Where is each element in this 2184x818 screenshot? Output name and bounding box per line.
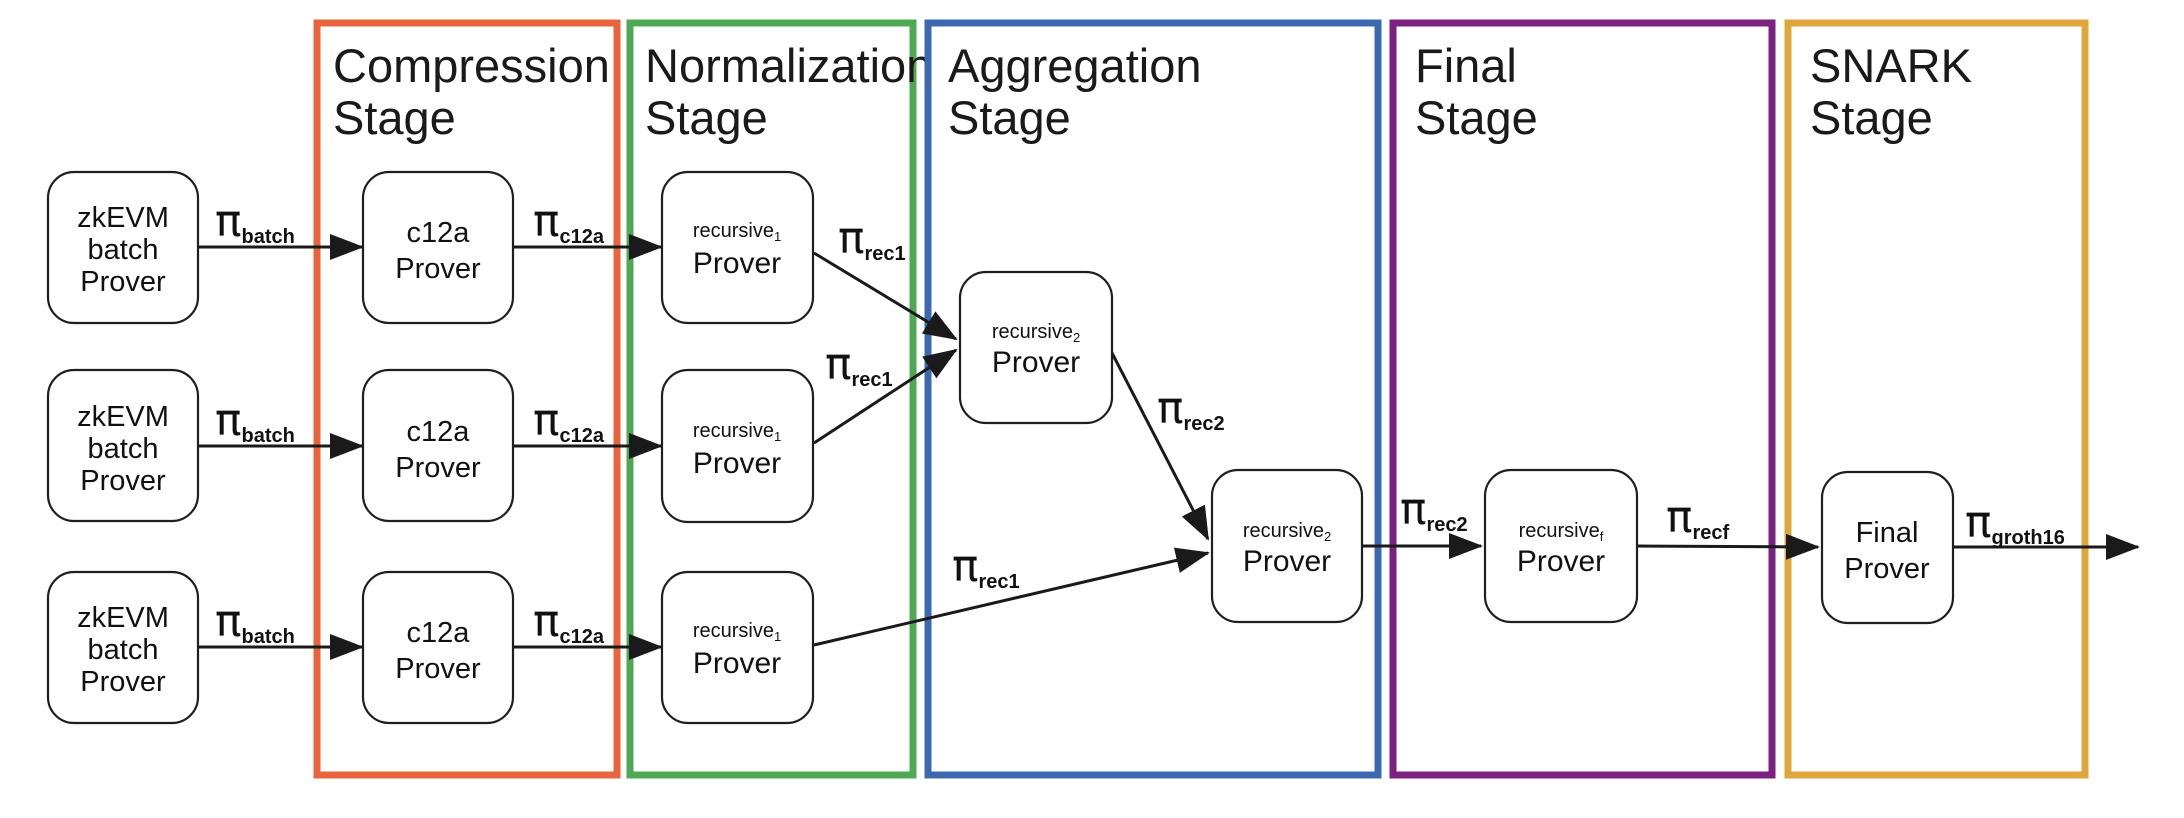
stage-final-title-line1: Final: [1415, 39, 1517, 92]
node-c12a-1-line2: Prover: [395, 253, 481, 285]
node-final-prover-line1: Final: [1856, 517, 1919, 549]
label-pi-rec1-bottom: πrec1: [952, 541, 1020, 593]
node-final-prover-box: [1820, 470, 1955, 625]
arrow-recursive2-upper-recursive2-lower: [1109, 350, 1210, 541]
stage-aggregation: Aggregation Stage: [924, 19, 1382, 779]
node-zkevm-batch-prover-3: zkEVM batch Prover: [46, 570, 200, 725]
stage-compression-title-line2: Stage: [333, 91, 456, 144]
label-pi-c12a-1: πc12a: [533, 196, 605, 248]
node-recursivef-prover-label: Prover: [1517, 545, 1605, 578]
node-c12a-prover-3: c12a Prover: [361, 570, 515, 725]
node-recursive2-prover-upper: recursive2 Prover: [958, 270, 1114, 425]
node-zkevm-1-line1: zkEVM: [77, 202, 169, 234]
node-recursivef-box: [1483, 468, 1639, 624]
stage-snark-title-line2: Stage: [1810, 91, 1933, 144]
label-pi-rec1-top: πrec1: [838, 213, 906, 265]
node-recursive1-2-name: recursive1: [693, 420, 781, 444]
label-pi-c12a-2: πc12a: [533, 395, 605, 447]
stage-final-frame: [1389, 19, 1776, 779]
stage-aggregation-frame: [924, 19, 1382, 779]
label-pi-rec2-horizontal: πrec2: [1400, 484, 1468, 536]
stage-compression: Compression Stage: [313, 19, 621, 779]
node-zkevm-batch-prover-3-box: [46, 570, 200, 725]
node-recursive1-1-prover: Prover: [693, 247, 781, 280]
node-c12a-2-line2: Prover: [395, 452, 481, 484]
stage-snark: SNARK Stage: [1784, 19, 2089, 779]
arrow-recursive1-1-recursive2-upper: [813, 251, 958, 341]
node-recursive2-upper-prover: Prover: [992, 346, 1080, 379]
node-recursive1-3-name: recursive1: [693, 620, 781, 644]
node-c12a-prover-2: c12a Prover: [361, 368, 515, 523]
stage-aggregation-title-line1: Aggregation: [948, 39, 1201, 92]
node-recursive1-2-prover: Prover: [693, 447, 781, 480]
node-c12a-prover-3-box: [361, 570, 515, 725]
node-final-prover-line2: Prover: [1844, 553, 1930, 585]
stage-normalization: Normalization Stage: [626, 19, 932, 779]
node-c12a-prover-1-box: [361, 170, 515, 325]
node-c12a-3-line2: Prover: [395, 653, 481, 685]
label-pi-batch-1: πbatch: [215, 196, 295, 248]
node-zkevm-2-line1: zkEVM: [77, 401, 169, 433]
arrow-recursive1-2-recursive2-upper: [813, 348, 958, 445]
node-c12a-prover-2-box: [361, 368, 515, 523]
node-c12a-2-line1: c12a: [407, 416, 471, 448]
node-zkevm-3-line3: Prover: [80, 666, 166, 698]
stage-snark-title-line1: SNARK: [1810, 39, 1972, 92]
node-recursive2-lower-box: [1210, 468, 1364, 624]
edge-labels: πbatch πc12a πbatch πc12a πbatch πc12a π…: [215, 196, 2065, 648]
edges: [198, 234, 2140, 660]
node-recursive2-prover-lower: recursive2 Prover: [1210, 468, 1364, 624]
label-pi-recf: πrecf: [1666, 492, 1730, 544]
label-pi-batch-2: πbatch: [215, 395, 295, 447]
label-pi-groth16: πgroth16: [1965, 497, 2065, 549]
node-zkevm-3-line2: batch: [88, 634, 159, 666]
node-recursive2-lower-name: recursive2: [1243, 520, 1331, 544]
arrow-recursive1-3-recursive2-lower: [813, 547, 1210, 647]
node-recursivef-name: recursivef: [1519, 520, 1604, 544]
node-final-prover: Final Prover: [1820, 470, 1955, 625]
node-recursive1-1-name: recursive1: [693, 220, 781, 244]
stage-final: Final Stage: [1389, 19, 1776, 779]
node-recursive2-upper-name: recursive2: [992, 321, 1080, 345]
node-recursive1-prover-1-box: [660, 170, 815, 325]
node-recursivef-prover: recursivef Prover: [1483, 468, 1639, 624]
stage-normalization-title-line2: Stage: [645, 91, 768, 144]
node-zkevm-2-line3: Prover: [80, 465, 166, 497]
label-pi-rec1-middle: πrec1: [825, 339, 893, 391]
stage-aggregation-title-line2: Stage: [948, 91, 1071, 144]
arrow-recursivef-finalprover: [1636, 533, 1820, 560]
node-zkevm-batch-prover-1: zkEVM batch Prover: [46, 170, 200, 325]
node-zkevm-2-line2: batch: [88, 433, 159, 465]
node-zkevm-1-line2: batch: [88, 234, 159, 266]
stage-final-title-line2: Stage: [1415, 91, 1538, 144]
node-zkevm-batch-prover-2-box: [46, 368, 200, 523]
node-zkevm-3-line1: zkEVM: [77, 602, 169, 634]
node-recursive1-prover-3: recursive1 Prover: [660, 570, 815, 725]
label-pi-c12a-3: πc12a: [533, 596, 605, 648]
node-c12a-prover-1: c12a Prover: [361, 170, 515, 325]
label-pi-rec2-diagonal: πrec2: [1157, 383, 1225, 435]
label-pi-batch-3: πbatch: [215, 596, 295, 648]
node-recursive1-prover-2-box: [660, 368, 815, 524]
node-zkevm-batch-prover-1-box: [46, 170, 200, 325]
node-zkevm-batch-prover-2: zkEVM batch Prover: [46, 368, 200, 523]
node-recursive2-lower-prover: Prover: [1243, 545, 1331, 578]
stage-compression-frame: [313, 19, 621, 779]
node-recursive1-3-prover: Prover: [693, 647, 781, 680]
stage-normalization-frame: [626, 19, 917, 779]
node-zkevm-1-line3: Prover: [80, 266, 166, 298]
node-c12a-1-line1: c12a: [407, 217, 471, 249]
stage-compression-title-line1: Compression: [333, 39, 610, 92]
node-c12a-3-line1: c12a: [407, 617, 471, 649]
stage-snark-frame: [1784, 19, 2089, 779]
node-recursive2-upper-box: [958, 270, 1114, 425]
stage-normalization-title-line1: Normalization: [645, 39, 932, 92]
node-recursive1-prover-2: recursive1 Prover: [660, 368, 815, 524]
node-recursive1-prover-3-box: [660, 570, 815, 725]
node-recursive1-prover-1: recursive1 Prover: [660, 170, 815, 325]
